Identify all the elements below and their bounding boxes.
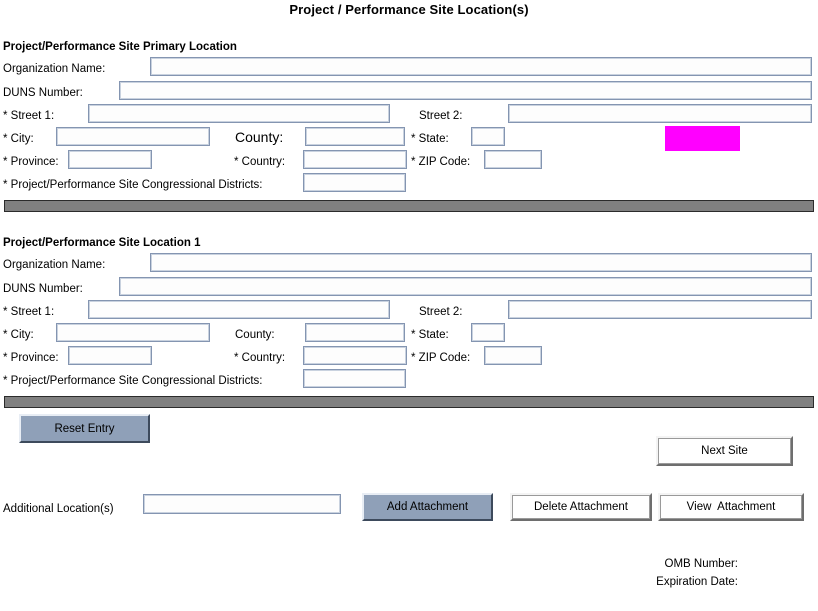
section-separator-bar-1 — [4, 200, 814, 212]
input-city-primary[interactable] — [56, 127, 210, 146]
input-congressional-districts-primary[interactable] — [303, 173, 406, 192]
input-province-primary[interactable] — [68, 150, 152, 169]
label-additional-locations: Additional Location(s) — [3, 503, 114, 515]
input-street1-location1[interactable] — [88, 300, 390, 319]
label-zip-code-location1: * ZIP Code: — [411, 352, 471, 364]
input-congressional-districts-location1[interactable] — [303, 369, 406, 388]
input-street2-location1[interactable] — [508, 300, 812, 319]
label-organization-name-primary: Organization Name: — [3, 63, 106, 75]
next-site-button[interactable]: Next Site — [656, 436, 793, 466]
label-street2-primary: Street 2: — [419, 110, 463, 122]
label-city-primary: * City: — [3, 133, 34, 145]
label-county-primary: County: — [235, 129, 284, 145]
input-city-location1[interactable] — [56, 323, 210, 342]
expiration-date-label: Expiration Date: — [656, 576, 738, 588]
label-duns-number-primary: DUNS Number: — [3, 87, 83, 99]
input-county-primary[interactable] — [305, 127, 405, 146]
label-street1-location1: * Street 1: — [3, 306, 55, 318]
label-congressional-districts-location1: * Project/Performance Site Congressional… — [3, 375, 263, 387]
input-zip-code-location1[interactable] — [484, 346, 542, 365]
label-province-location1: * Province: — [3, 352, 59, 364]
label-state-location1: * State: — [411, 329, 449, 341]
label-country-primary: * Country: — [234, 156, 286, 168]
delete-attachment-button[interactable]: Delete Attachment — [510, 493, 652, 521]
label-county-location1: County: — [235, 329, 275, 341]
label-congressional-districts-primary: * Project/Performance Site Congressional… — [3, 179, 263, 191]
add-attachment-button[interactable]: Add Attachment — [362, 493, 493, 521]
section-heading-location-1: Project/Performance Site Location 1 — [3, 237, 201, 249]
input-additional-locations[interactable] — [143, 494, 341, 514]
section-heading-primary-location: Project/Performance Site Primary Locatio… — [3, 41, 237, 53]
input-county-location1[interactable] — [305, 323, 405, 342]
input-duns-number-location1[interactable] — [119, 277, 812, 296]
input-street1-primary[interactable] — [88, 104, 390, 123]
input-duns-number-primary[interactable] — [119, 81, 812, 100]
input-organization-name-primary[interactable] — [150, 57, 812, 76]
view-attachment-button[interactable]: View Attachment — [658, 493, 804, 521]
input-country-primary[interactable] — [303, 150, 407, 169]
input-province-location1[interactable] — [68, 346, 152, 365]
label-state-primary: * State: — [411, 133, 449, 145]
label-street1-primary: * Street 1: — [3, 110, 55, 122]
magenta-highlight-block — [665, 126, 740, 151]
input-organization-name-location1[interactable] — [150, 253, 812, 272]
input-zip-code-primary[interactable] — [484, 150, 542, 169]
label-duns-number-location1: DUNS Number: — [3, 283, 83, 295]
input-country-location1[interactable] — [303, 346, 407, 365]
input-state-primary[interactable] — [471, 127, 505, 146]
label-country-location1: * Country: — [234, 352, 286, 364]
input-state-location1[interactable] — [471, 323, 505, 342]
label-city-location1: * City: — [3, 329, 34, 341]
reset-entry-button[interactable]: Reset Entry — [19, 414, 150, 443]
omb-number-label: OMB Number: — [664, 558, 739, 570]
label-province-primary: * Province: — [3, 156, 59, 168]
page-title: Project / Performance Site Location(s) — [289, 2, 529, 17]
label-street2-location1: Street 2: — [419, 306, 463, 318]
section-separator-bar-2 — [4, 396, 814, 408]
label-organization-name-location1: Organization Name: — [3, 259, 106, 271]
label-zip-code-primary: * ZIP Code: — [411, 156, 471, 168]
input-street2-primary[interactable] — [508, 104, 812, 123]
